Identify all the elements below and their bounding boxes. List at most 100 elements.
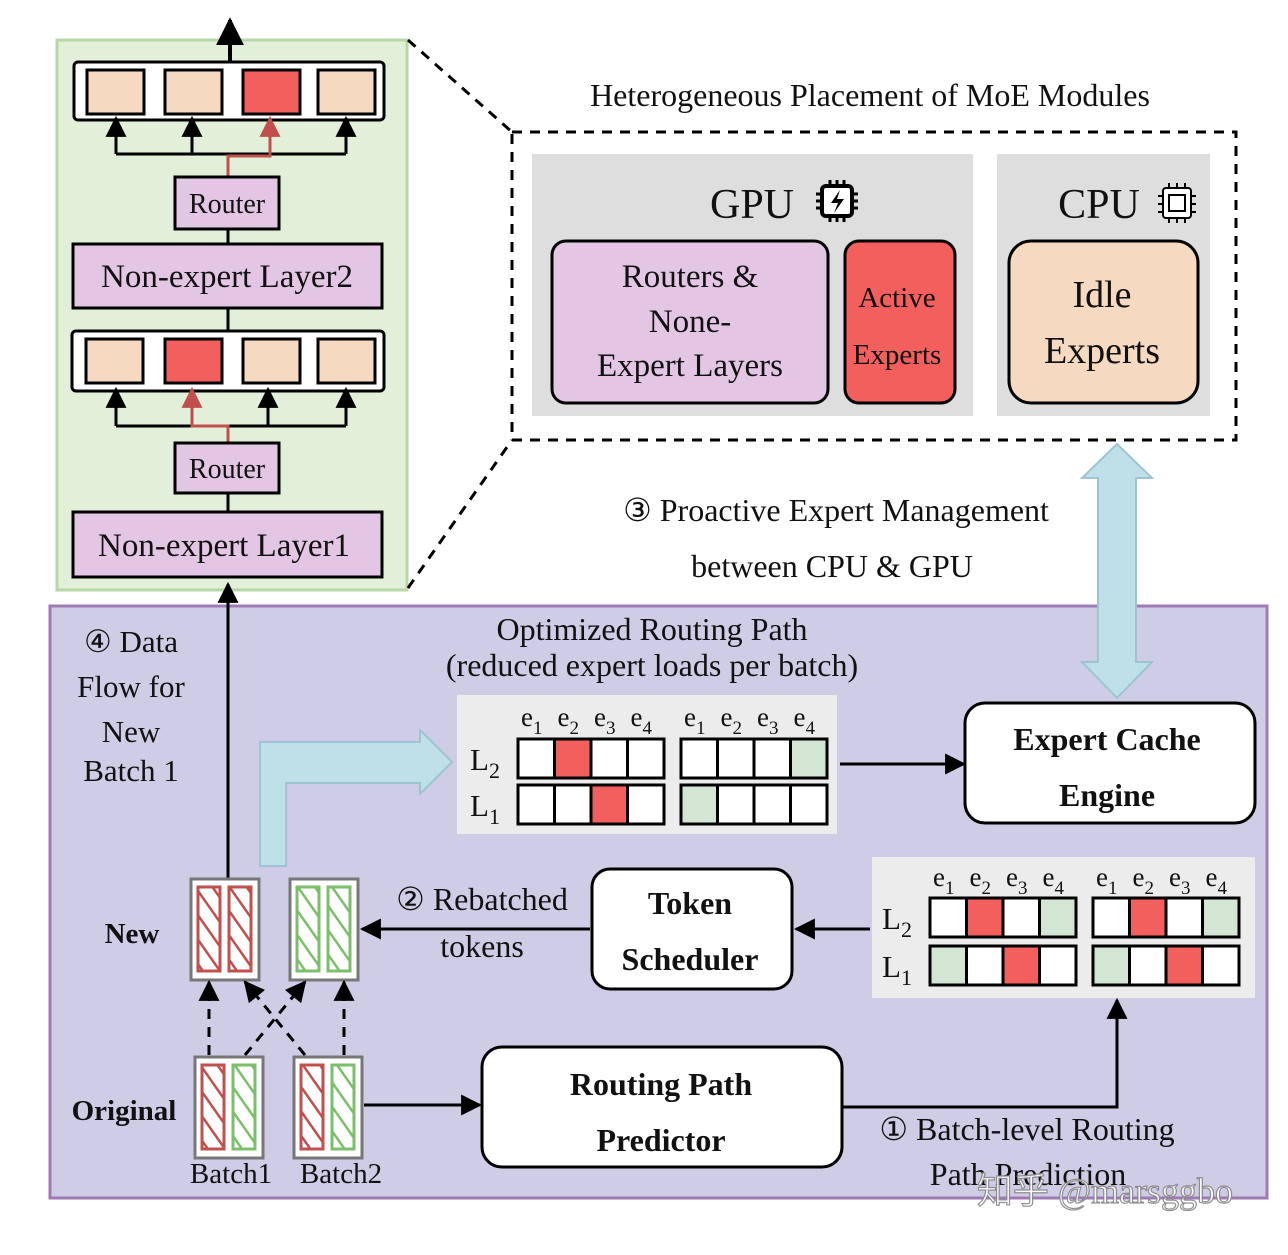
- expert-cell: [679, 783, 719, 826]
- new-label: New: [105, 918, 160, 950]
- non-expert-layer1-label: Non-expert Layer1: [98, 528, 350, 564]
- optimized-line2: (reduced expert loads per batch): [446, 647, 858, 683]
- expert-cell: [626, 737, 666, 780]
- double-arrow-cpu-cache: [1079, 442, 1155, 700]
- expert-cell: [1038, 896, 1078, 939]
- expert-row-bottom: [70, 329, 386, 393]
- original-batch-2: [292, 1055, 364, 1160]
- expert-cell: [1128, 944, 1168, 987]
- step3-line2: between CPU & GPU: [691, 548, 973, 584]
- expert-slot: [163, 68, 224, 116]
- expert-cache-line2: Engine: [1059, 777, 1155, 813]
- new-batch-1: [189, 877, 261, 982]
- active-experts-box: [843, 239, 957, 405]
- routers-line3: Expert Layers: [597, 348, 783, 384]
- expert-cell: [626, 783, 666, 826]
- optimized-path-arrow: [259, 727, 454, 867]
- routers-line2: None-: [649, 304, 731, 340]
- expert-slot: [316, 337, 377, 385]
- idle-line1: Idle: [1072, 274, 1131, 316]
- expert-slot: [85, 68, 146, 116]
- expert-slot: [316, 68, 377, 116]
- expert-slot-active: [241, 68, 302, 116]
- cpu-chip-icon: [1158, 183, 1196, 223]
- expert-cell: [553, 783, 593, 826]
- expert-cell: [1164, 896, 1204, 939]
- original-batch-1: [193, 1055, 265, 1160]
- expert-cache-engine-box: [963, 701, 1257, 825]
- active-line2: Experts: [853, 339, 942, 371]
- expert-cell: [928, 896, 968, 939]
- expert-cell: [928, 944, 968, 987]
- non-expert-layer2-label: Non-expert Layer2: [101, 259, 353, 295]
- expert-cell: [1128, 896, 1168, 939]
- gpu-chip-icon: [816, 180, 858, 222]
- new-batch-2: [288, 877, 360, 982]
- original-label: Original: [72, 1095, 177, 1127]
- expert-cell: [1038, 944, 1078, 987]
- step2-line1: ② Rebatched: [396, 881, 568, 917]
- expert-cell: [752, 737, 792, 780]
- expert-cell: [516, 737, 556, 780]
- expert-cell: [553, 737, 593, 780]
- expert-cell: [589, 737, 629, 780]
- placement-title: Heterogeneous Placement of MoE Modules: [590, 77, 1150, 113]
- expert-cell: [1091, 944, 1131, 987]
- predictor-line2: Predictor: [596, 1122, 725, 1158]
- expert-cell: [1164, 944, 1204, 987]
- expert-cell: [1001, 944, 1041, 987]
- expert-slot: [84, 337, 145, 385]
- predictor-line1: Routing Path: [570, 1066, 752, 1102]
- expert-cell: [965, 896, 1005, 939]
- router-top-box: [173, 175, 281, 231]
- router-bottom-label: Router: [189, 454, 266, 485]
- expert-cache-line1: Expert Cache: [1013, 721, 1201, 757]
- expert-cell: [1001, 896, 1041, 939]
- step4-line2: Flow for: [77, 669, 185, 704]
- gpu-label: GPU: [710, 182, 794, 228]
- step2-line2: tokens: [440, 928, 524, 964]
- expert-cell: [1201, 896, 1241, 939]
- step4-line1: ④ Data: [84, 624, 178, 659]
- token-scheduler-line2: Scheduler: [622, 941, 759, 977]
- batch1-label: Batch1: [190, 1158, 272, 1190]
- expert-cell: [752, 783, 792, 826]
- batch2-label: Batch2: [300, 1158, 382, 1190]
- expert-cell: [789, 783, 829, 826]
- step4-line4: Batch 1: [83, 753, 179, 788]
- expert-cell: [589, 783, 629, 826]
- step1-line1: ① Batch-level Routing: [879, 1111, 1174, 1147]
- expert-cell: [716, 737, 756, 780]
- idle-experts-box: [1007, 239, 1200, 405]
- expert-cell: [965, 944, 1005, 987]
- idle-line2: Experts: [1044, 330, 1160, 372]
- expert-slot-active: [163, 337, 224, 385]
- step3-line1: ③ Proactive Expert Management: [623, 492, 1049, 528]
- expert-cell: [716, 783, 756, 826]
- optimized-line1: Optimized Routing Path: [496, 611, 807, 647]
- routers-nonexpert-box: [550, 239, 830, 405]
- routers-line1: Routers &: [622, 259, 759, 295]
- model-panel: [55, 38, 409, 592]
- step1-line2: Path Prediction: [930, 1156, 1126, 1192]
- router-top-label: Router: [189, 189, 266, 220]
- token-scheduler-line1: Token: [648, 885, 732, 921]
- expert-row-top: [72, 60, 386, 122]
- active-line1: Active: [858, 282, 935, 314]
- router-bottom-box: [173, 441, 281, 495]
- expert-cell: [516, 783, 556, 826]
- cpu-label: CPU: [1058, 182, 1140, 228]
- step4-line3: New: [102, 714, 161, 749]
- expert-cell: [1091, 896, 1131, 939]
- expert-slot: [241, 337, 302, 385]
- expert-cell: [1201, 944, 1241, 987]
- watermark: 知乎 @marsggbo: [977, 1171, 1233, 1211]
- token-scheduler-box: [590, 867, 794, 991]
- expert-cell: [679, 737, 719, 780]
- expert-cell: [789, 737, 829, 780]
- non-expert-layer1-box: [71, 510, 384, 579]
